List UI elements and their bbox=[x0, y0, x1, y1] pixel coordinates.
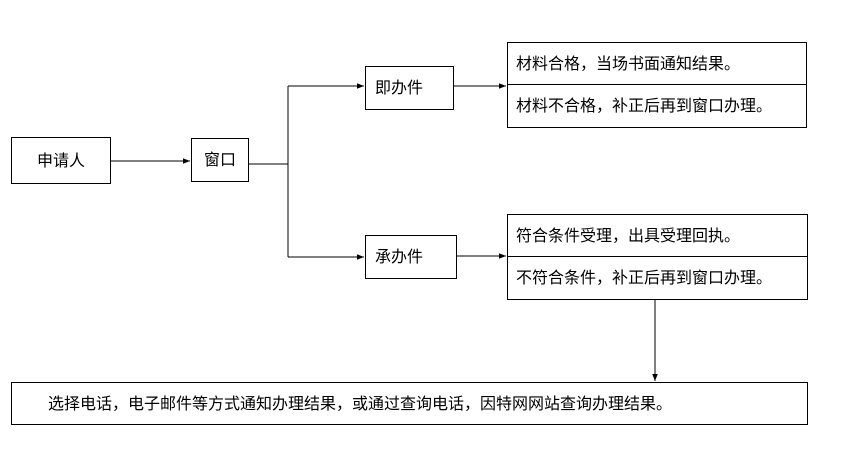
pending-outcome-row: 符合条件受理，出具受理回执。 bbox=[508, 215, 807, 257]
notify-label: 选择电话，电子邮件等方式通知办理结果，或通过查询电话，因特网网站查询办理结果。 bbox=[48, 393, 673, 413]
immediate-outcomes-box: 材料合格，当场书面通知结果。 材料不合格，补正后再到窗口办理。 bbox=[507, 42, 807, 128]
notify-box: 选择电话，电子邮件等方式通知办理结果，或通过查询电话，因特网网站查询办理结果。 bbox=[11, 382, 808, 425]
immediate-box: 即办件 bbox=[365, 66, 454, 110]
immediate-outcome-qualified: 材料合格，当场书面通知结果。 bbox=[516, 53, 741, 73]
pending-outcome-rejected: 不符合条件，补正后再到窗口办理。 bbox=[516, 268, 773, 287]
pending-box: 承办件 bbox=[365, 235, 457, 279]
immediate-outcome-row: 材料合格，当场书面通知结果。 bbox=[508, 43, 806, 85]
window-box: 窗口 bbox=[191, 138, 249, 182]
applicant-box: 申请人 bbox=[11, 137, 111, 184]
window-label: 窗口 bbox=[203, 150, 236, 169]
pending-outcomes-box: 符合条件受理，出具受理回执。 不符合条件，补正后再到窗口办理。 bbox=[507, 214, 808, 300]
immediate-label: 即办件 bbox=[375, 78, 424, 97]
pending-outcome-accepted: 符合条件受理，出具受理回执。 bbox=[516, 225, 741, 245]
immediate-outcome-row: 材料不合格，补正后再到窗口办理。 bbox=[508, 85, 806, 127]
pending-outcome-row: 不符合条件，补正后再到窗口办理。 bbox=[508, 257, 807, 299]
applicant-label: 申请人 bbox=[36, 150, 85, 170]
pending-label: 承办件 bbox=[375, 247, 424, 266]
immediate-outcome-unqualified: 材料不合格，补正后再到窗口办理。 bbox=[516, 96, 773, 115]
